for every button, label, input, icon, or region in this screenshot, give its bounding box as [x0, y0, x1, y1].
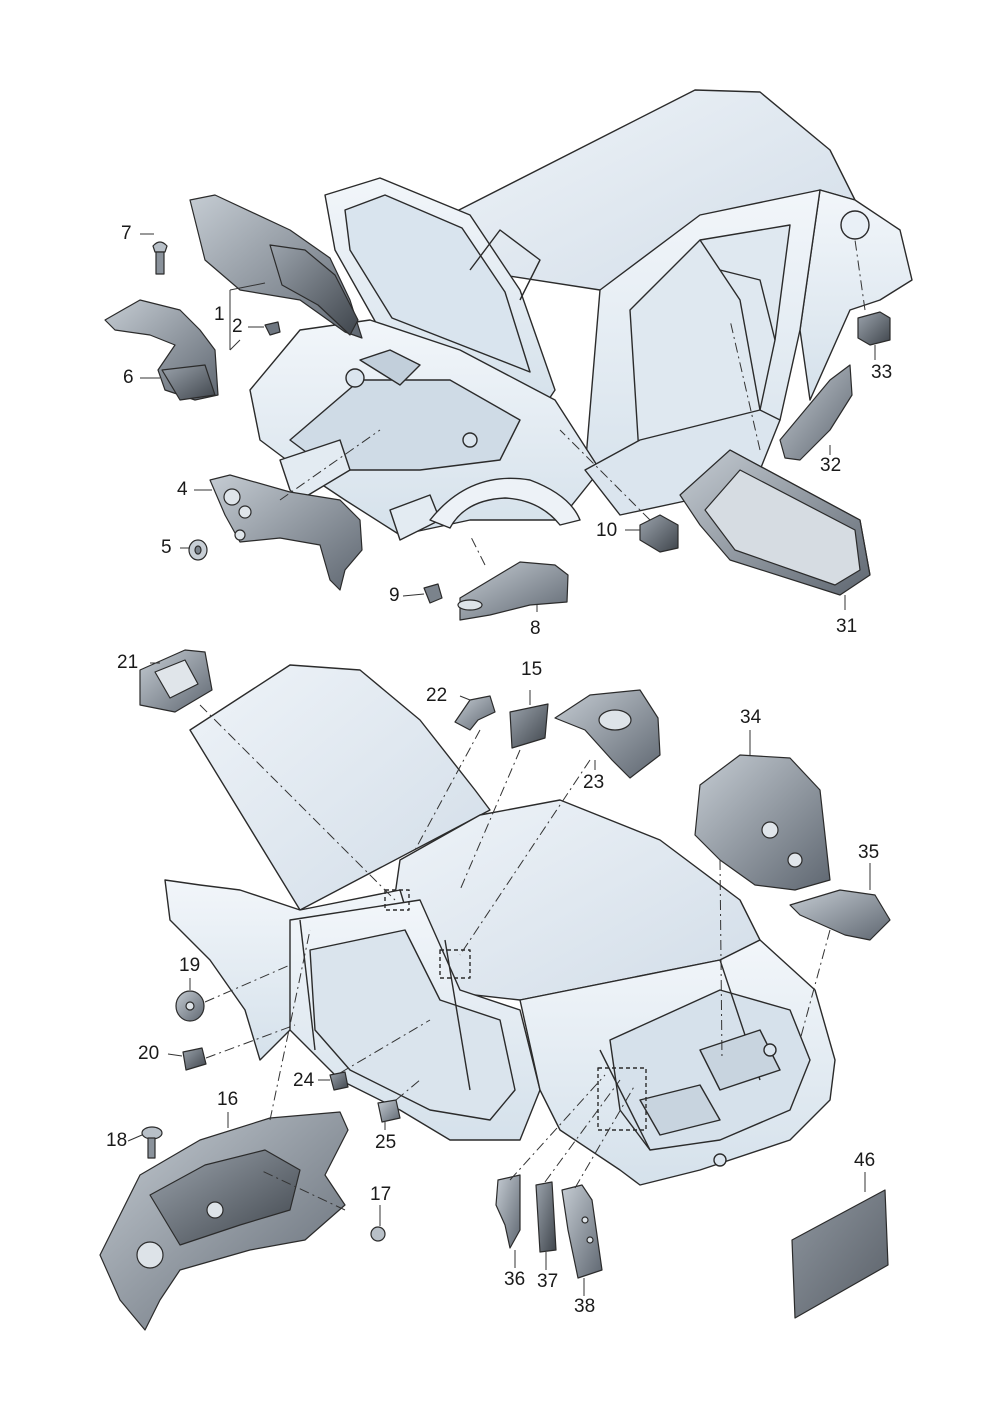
callout-23[interactable]: 23 — [583, 772, 605, 793]
callout-19[interactable]: 19 — [179, 955, 201, 976]
callout-4[interactable]: 4 — [177, 479, 188, 500]
callout-34[interactable]: 34 — [740, 707, 762, 728]
callout-22[interactable]: 22 — [426, 685, 448, 706]
upper-car-body — [249, 89, 913, 541]
callout-6[interactable]: 6 — [123, 367, 134, 388]
lower-parts — [99, 649, 891, 1331]
callout-33[interactable]: 33 — [871, 362, 893, 383]
callout-1[interactable]: 1 — [214, 304, 225, 325]
callout-8[interactable]: 8 — [530, 618, 541, 639]
callout-46[interactable]: 46 — [854, 1150, 876, 1171]
callout-32[interactable]: 32 — [820, 455, 842, 476]
callout-10[interactable]: 10 — [596, 520, 618, 541]
lower-car-body — [164, 664, 836, 1186]
callout-31[interactable]: 31 — [836, 616, 858, 637]
callout-36[interactable]: 36 — [504, 1269, 526, 1290]
lower-leaders — [127, 662, 871, 1296]
callout-21[interactable]: 21 — [117, 652, 139, 673]
callout-5[interactable]: 5 — [161, 537, 172, 558]
callout-18[interactable]: 18 — [106, 1130, 128, 1151]
callout-16[interactable]: 16 — [217, 1089, 239, 1110]
callout-17[interactable]: 17 — [370, 1184, 392, 1205]
callout-15[interactable]: 15 — [521, 659, 543, 680]
upper-parts — [104, 194, 891, 621]
upper-leaders — [140, 233, 876, 612]
callout-9[interactable]: 9 — [389, 585, 400, 606]
callout-38[interactable]: 38 — [574, 1296, 596, 1317]
callout-24[interactable]: 24 — [293, 1070, 315, 1091]
callout-20[interactable]: 20 — [138, 1043, 160, 1064]
callout-2[interactable]: 2 — [232, 316, 243, 337]
callout-7[interactable]: 7 — [121, 223, 132, 244]
callout-25[interactable]: 25 — [375, 1132, 397, 1153]
callout-35[interactable]: 35 — [858, 842, 880, 863]
callout-37[interactable]: 37 — [537, 1271, 559, 1292]
